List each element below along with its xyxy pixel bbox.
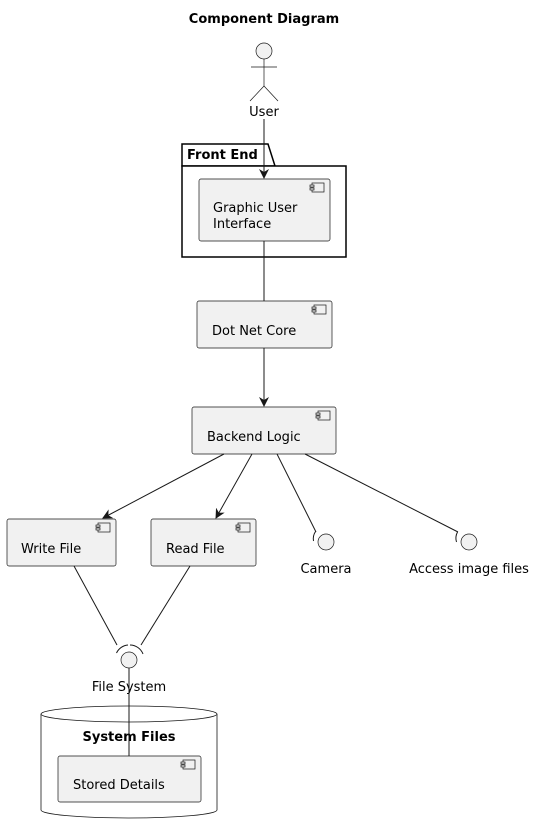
- write-file-component: [6, 518, 117, 567]
- front-end-package-label: Front End: [187, 148, 258, 163]
- gui-label-line-1: Graphic User: [213, 201, 298, 216]
- read-file-component: [150, 518, 257, 567]
- access-image-files-label: Access image files: [409, 562, 529, 577]
- read-file-label: Read File: [166, 542, 225, 557]
- edge-backend-to-access: [304, 453, 459, 533]
- edge-backend-to-write: [102, 453, 225, 519]
- file-system-interface-icon: [116, 644, 144, 669]
- backend-component: [191, 406, 337, 455]
- user-label: User: [249, 105, 279, 120]
- edge-read-to-filesystem: [140, 565, 191, 646]
- edge-backend-to-read: [215, 453, 253, 519]
- camera-label: Camera: [300, 562, 351, 577]
- dotnet-label: Dot Net Core: [212, 324, 296, 339]
- write-file-label: Write File: [21, 542, 81, 557]
- edge-backend-to-camera: [276, 453, 317, 533]
- camera-interface-icon: [312, 531, 335, 551]
- diagram-title: Component Diagram: [189, 12, 339, 27]
- gui-label-line-2: Interface: [213, 217, 271, 232]
- edge-write-to-filesystem: [73, 565, 118, 646]
- stored-details-label: Stored Details: [73, 778, 165, 793]
- access-image-files-interface-icon: [455, 531, 478, 551]
- user-actor-icon: [249, 42, 279, 102]
- backend-label: Backend Logic: [207, 430, 301, 445]
